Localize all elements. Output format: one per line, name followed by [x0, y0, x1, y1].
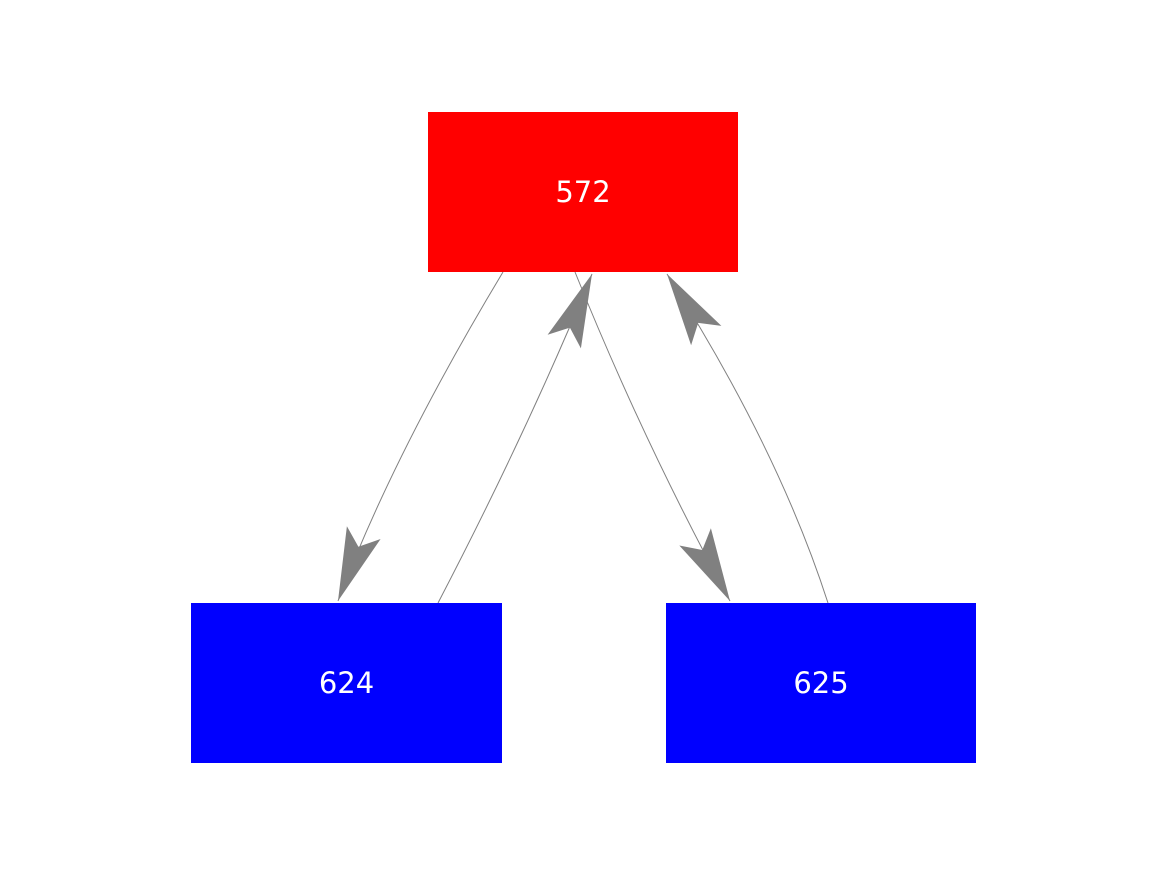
node-625: 625 [666, 603, 976, 763]
node-rect-625 [666, 603, 976, 763]
node-rect-572 [428, 112, 738, 272]
node-rect-624 [191, 603, 502, 763]
node-label-572: 572 [555, 175, 610, 209]
arrowhead-572-to-625 [679, 528, 730, 601]
arrowhead-624-to-572 [547, 274, 592, 349]
node-label-624: 624 [319, 666, 374, 700]
node-label-625: 625 [793, 666, 848, 700]
arrowhead-625-to-572 [667, 274, 722, 346]
node-572: 572 [428, 112, 738, 272]
node-624: 624 [191, 603, 502, 763]
arrowhead-572-to-624 [338, 526, 381, 601]
